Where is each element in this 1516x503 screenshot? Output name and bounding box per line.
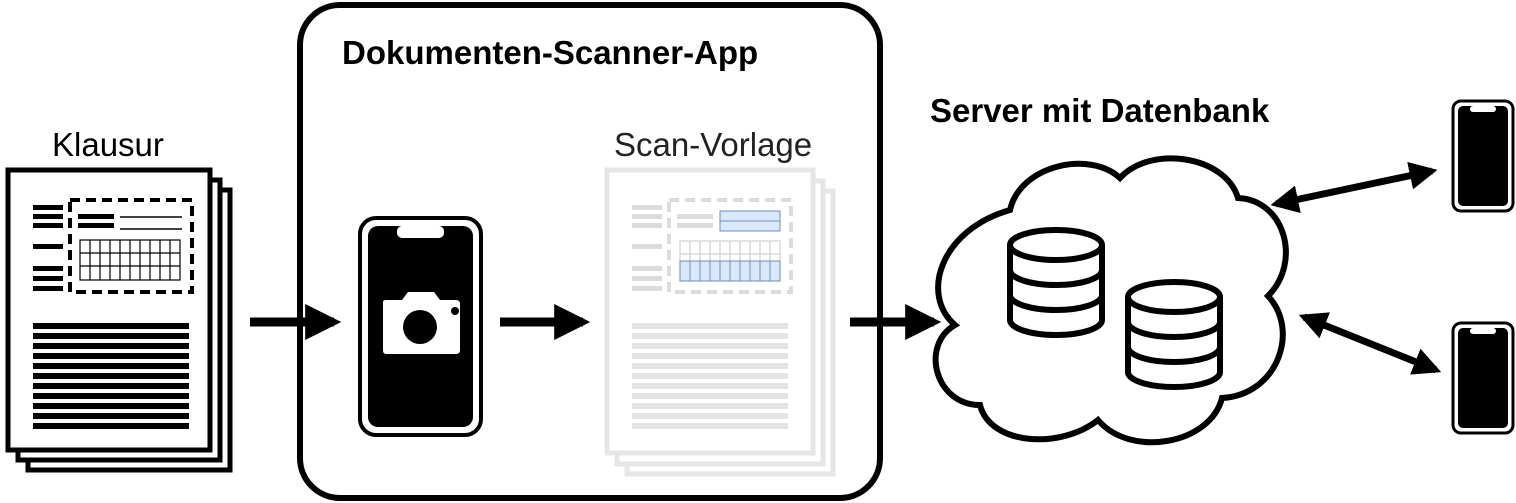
database-icon xyxy=(1007,227,1105,338)
exam-document-stack-icon xyxy=(5,167,233,473)
smartphone-icon xyxy=(1451,321,1515,435)
exam-label: Klausur xyxy=(52,126,164,163)
camera-phone-icon xyxy=(358,216,483,437)
arrow-server-phone-1 xyxy=(1270,161,1438,214)
server-label: Server mit Datenbank xyxy=(930,92,1270,129)
cloud-icon xyxy=(932,155,1289,446)
arrow-server-phone-2 xyxy=(1298,312,1442,375)
scan-template-document-stack-icon xyxy=(604,167,836,477)
smartphone-icon xyxy=(1451,99,1515,213)
database-icon xyxy=(1125,279,1223,390)
app-title: Dokumenten-Scanner-App xyxy=(342,34,759,71)
template-label: Scan-Vorlage xyxy=(614,126,813,163)
